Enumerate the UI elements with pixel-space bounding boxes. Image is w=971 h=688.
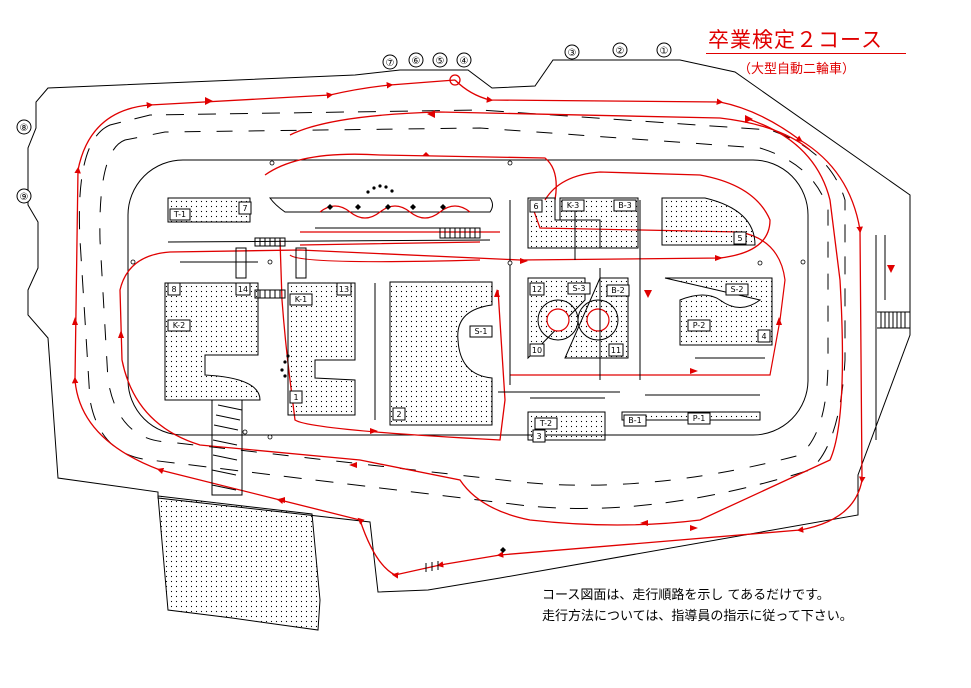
route-line-center [264,153,557,441]
route-marker-7-label: ⑦ [386,58,395,69]
task-label-b2: B-2 [611,286,624,295]
block-label-13: 13 [339,285,349,294]
task-label-s3: S-3 [572,284,585,293]
railroad-crossing [877,311,910,329]
note-instructor: 走行方法については、指導員の指示に従って下さい。 [542,609,853,624]
crosswalks [211,227,481,496]
task-label-k1: K-1 [295,295,307,304]
direction-arrows [72,97,895,531]
block-label-3: 3 [536,432,541,441]
pylon-diamonds [327,204,506,553]
junction-dots [130,160,806,440]
guide-lines [167,200,886,440]
task-label-b3: B-3 [618,201,631,210]
block-label-2: 2 [396,410,401,419]
route-marker-1: ① [656,42,672,58]
route-marker-4-label: ④ [460,56,469,67]
route-marker-6: ⑥ [408,52,424,68]
route-marker-4: ④ [456,52,472,68]
route-line-lane-a [289,231,500,263]
title-underline [706,53,906,54]
task-label-p1: P-1 [693,414,706,423]
task-label-t1: T-1 [173,210,186,219]
route-marker-9: ⑨ [16,188,32,204]
route-marker-9-label: ⑨ [20,192,29,203]
route-marker-7: ⑦ [382,54,398,70]
route-marker-5: ⑤ [432,52,448,68]
block-label-5: 5 [737,234,742,243]
block-label-14: 14 [238,285,248,294]
dotted-arc [280,184,394,378]
crosswalk-stripes [211,228,476,572]
route-marker-3-label: ③ [568,48,577,59]
block-label-12: 12 [532,285,542,294]
route-markers: ① ② ③ ④ ⑤ ⑥ ⑦ ⑧ ⑨ [16,42,672,204]
islands [164,197,773,441]
task-label-b1: B-1 [628,416,641,425]
route-line-upper-loop [289,111,811,151]
crank-wave [319,205,471,219]
start-circle [449,74,461,86]
route-marker-6-label: ⑥ [412,56,421,67]
note-course-route: コース図面は、走行順路を示し てあるだけです。 [542,588,830,603]
block-label-6: 6 [533,202,538,211]
task-label-p2: P-2 [693,321,706,330]
route-marker-5-label: ⑤ [436,56,445,67]
block-label-8: 8 [171,285,176,294]
block-label-11: 11 [611,346,621,355]
block-labels: 7 6 5 4 8 14 13 12 1 2 3 10 11 [167,199,771,443]
page-subtitle: （大型自動二輪車） [738,62,856,77]
block-label-4: 4 [761,332,766,341]
page-title: 卒業検定２コース [708,28,883,52]
task-label-k3: K-3 [567,201,579,210]
route-line [71,79,866,579]
route-marker-2: ② [612,42,628,58]
route-marker-8: ⑧ [16,119,32,135]
block-label-7: 7 [242,204,247,213]
route-marker-1-label: ① [660,46,669,57]
parking-area [157,495,321,631]
figure-eight-loops [537,299,619,341]
route-marker-2-label: ② [616,46,625,57]
route-marker-8-label: ⑧ [20,123,29,134]
block-label-10: 10 [532,346,542,355]
task-label-k2: K-2 [173,321,185,330]
block-label-1: 1 [293,393,298,402]
task-label-s2: S-2 [730,285,743,294]
route-line-inner [119,117,844,526]
task-labels: T-1 K-3 B-3 K-2 K-1 S-3 B-2 S-2 P-2 S-1 … [167,199,749,430]
task-label-t2: T-2 [539,419,552,428]
route-marker-3: ③ [564,44,580,60]
task-label-s1: S-1 [474,327,487,336]
